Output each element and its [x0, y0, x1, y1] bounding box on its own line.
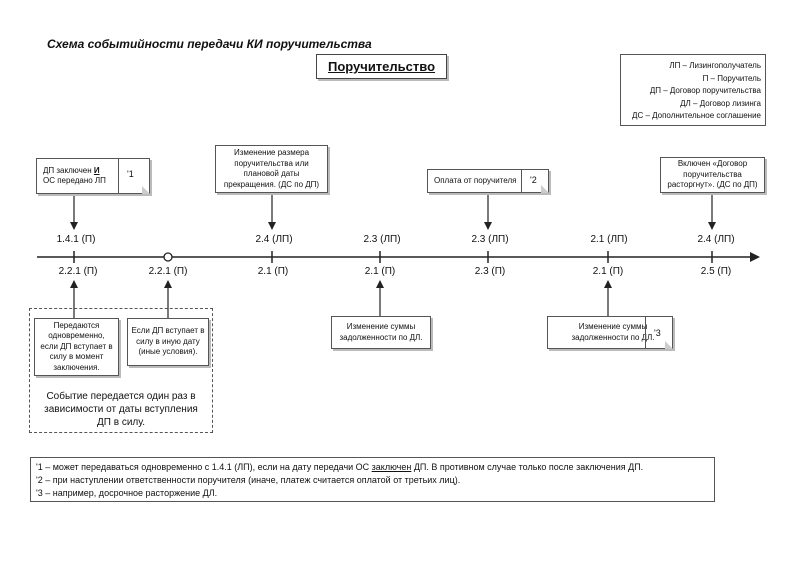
- lower-event-code: 2.2.1 (П): [58, 266, 98, 277]
- event-box-simultaneous: Передаются одновременно, если ДП вступае…: [34, 318, 119, 376]
- footnote-ref: '2: [530, 175, 537, 185]
- lower-event-code: 2.1 (П): [364, 266, 396, 277]
- lower-event-code: 2.2.1 (П): [148, 266, 188, 277]
- upper-event-code: 1.4.1 (П): [56, 234, 96, 245]
- upper-event-code: 2.3 (ЛП): [363, 234, 401, 245]
- upper-event-code: 2.4 (ЛП): [697, 234, 735, 245]
- folded-corner: [541, 185, 549, 193]
- event-box-text: Изменение суммы задолженности по ДЛ.: [571, 322, 655, 342]
- footnote-tag: '3: [645, 317, 673, 349]
- event-box-guarantee-change: Изменение размера поручительства или пла…: [215, 145, 328, 193]
- legend-item: ДЛ – Договор лизинга: [680, 98, 761, 108]
- upper-event-code: 2.3 (ЛП): [471, 234, 509, 245]
- diagram-title: Поручительство: [316, 54, 447, 79]
- lower-event-code: 2.1 (П): [592, 266, 624, 277]
- condition-group: [29, 308, 213, 433]
- timeline-open-marker: [163, 252, 173, 262]
- timeline-arrowhead: [750, 252, 760, 262]
- legend-item: П – Поручитель: [702, 73, 761, 83]
- event-box-terminated: Включен «Договор поручительства расторгн…: [660, 157, 765, 193]
- event-box-other-date: Если ДП вступает в силу в иную дату (ины…: [127, 318, 209, 366]
- legend-item: ДС – Дополнительное соглашение: [632, 111, 761, 120]
- page-title: Схема событийности передачи КИ поручител…: [47, 37, 372, 51]
- legend-item: ЛП – Лизингополучатель: [669, 61, 761, 70]
- footnote-tag: '1: [118, 159, 150, 194]
- event-box-debt-change: Изменение суммы задолженности по ДЛ.: [331, 316, 431, 349]
- footnote-2: '2 – при наступлении ответственности пор…: [36, 475, 461, 485]
- group-caption: Событие передается один раз в зависимост…: [44, 391, 198, 428]
- legend-item: ДП – Договор поручительства: [649, 86, 761, 95]
- folded-corner: [665, 341, 673, 349]
- upper-event-code: 2.4 (ЛП): [255, 234, 293, 245]
- footnotes-box: '1 – может передаваться одновременно с 1…: [30, 457, 715, 502]
- event-box-debt-change-2: Изменение суммы задолженности по ДЛ. '3: [547, 316, 673, 349]
- event-box-text: Оплата от поручителя: [434, 175, 517, 185]
- footnote-3: '3 – например, досрочное расторжение ДЛ.: [36, 488, 218, 498]
- lower-event-code: 2.1 (П): [257, 266, 289, 277]
- event-box-guarantor-payment: Оплата от поручителя '2: [427, 169, 549, 193]
- folded-corner: [142, 186, 150, 194]
- footnote-ref: '3: [654, 328, 661, 338]
- legend-box: ЛП – Лизингополучатель П – Поручитель ДП…: [620, 54, 766, 126]
- lower-event-code: 2.5 (П): [700, 266, 732, 277]
- footnote-tag: '2: [521, 170, 549, 193]
- event-box-text: ДП заключен И ОС передано ЛП: [43, 165, 106, 186]
- lower-event-code: 2.3 (П): [474, 266, 506, 277]
- footnote-1: '1 – может передаваться одновременно с 1…: [36, 462, 644, 472]
- event-box-dp-concluded: ДП заключен И ОС передано ЛП '1: [36, 158, 150, 194]
- footnote-ref: '1: [127, 169, 134, 179]
- upper-event-code: 2.1 (ЛП): [590, 234, 628, 245]
